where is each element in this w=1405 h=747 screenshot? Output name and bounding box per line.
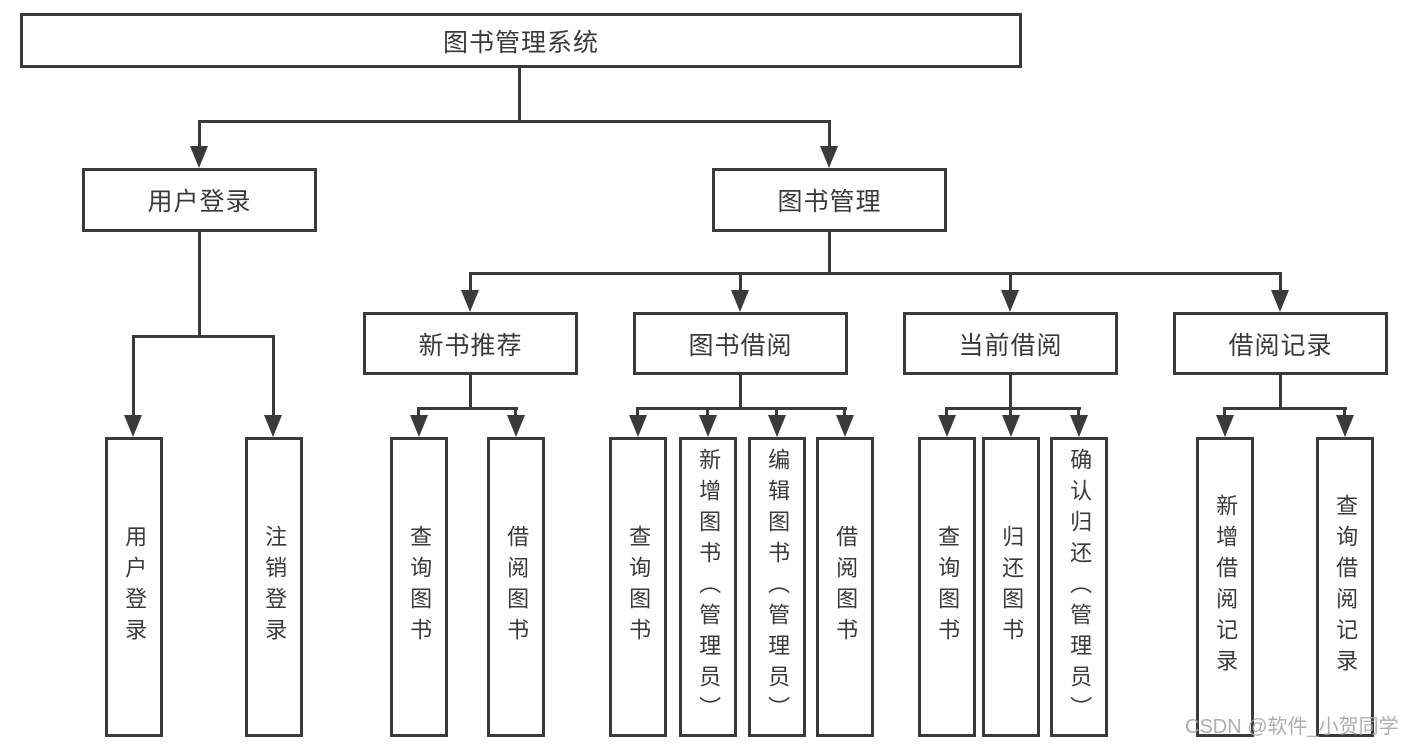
connector-vline <box>775 407 778 417</box>
leaf-borrow-books-label: 借阅图书 <box>833 525 859 649</box>
leaf-return-books: 归还图书 <box>982 437 1040 737</box>
leaf-add-borrow-record: 新增借阅记录 <box>1196 437 1254 737</box>
node-borrowing-records-label: 借阅记录 <box>1228 331 1333 360</box>
connector-vline <box>706 407 709 417</box>
csdn-watermark: CSDN @软件_小贺同学 <box>1185 716 1399 738</box>
node-book-borrowing-label: 图书借阅 <box>688 331 793 360</box>
leaf-edit-books-admin: 编辑图书（管理员） <box>748 437 806 737</box>
node-book-management: 图书管理 <box>712 168 947 232</box>
leaf-borrow-books: 借阅图书 <box>816 437 874 737</box>
leaf-query-books-current: 查询图书 <box>918 437 976 737</box>
leaf-add-borrow-record-label: 新增借阅记录 <box>1213 494 1239 680</box>
node-current-borrowing-label: 当前借阅 <box>958 331 1063 360</box>
arrow-down-icon <box>699 415 717 437</box>
connector-vline <box>198 232 201 336</box>
leaf-query-books-borrow-label: 查询图书 <box>626 525 652 649</box>
connector-vline <box>518 68 521 122</box>
node-borrowing-records: 借阅记录 <box>1173 312 1388 375</box>
leaf-add-books-admin-label: 新增图书（管理员） <box>696 447 722 727</box>
leaf-confirm-return-admin-label: 确认归还（管理员） <box>1067 447 1093 727</box>
leaf-logout-label: 注销登录 <box>262 525 288 649</box>
connector-vline <box>1009 375 1012 409</box>
leaf-edit-books-admin-label: 编辑图书（管理员） <box>765 447 791 727</box>
node-new-book-recommend: 新书推荐 <box>363 312 578 375</box>
leaf-add-books-admin: 新增图书（管理员） <box>679 437 737 737</box>
arrow-down-icon <box>190 146 208 168</box>
arrow-down-icon <box>461 290 479 312</box>
connector-vline <box>1077 407 1080 417</box>
node-book-borrowing: 图书借阅 <box>633 312 848 375</box>
connector-hline <box>132 335 275 338</box>
connector-vline <box>1009 407 1012 417</box>
arrow-down-icon <box>731 290 749 312</box>
connector-vline <box>739 375 742 409</box>
connector-vline <box>843 407 846 417</box>
arrow-down-icon <box>1070 415 1088 437</box>
leaf-query-borrow-record: 查询借阅记录 <box>1316 437 1374 737</box>
connector-hline <box>1223 407 1347 410</box>
arrow-down-icon <box>124 415 142 437</box>
leaf-query-books-borrow: 查询图书 <box>609 437 667 737</box>
leaf-borrow-books-recommend-label: 借阅图书 <box>504 525 530 649</box>
connector-vline <box>1279 375 1282 409</box>
connector-vline <box>514 407 517 417</box>
arrow-down-icon <box>820 146 838 168</box>
arrow-down-icon <box>410 415 428 437</box>
leaf-query-books-current-label: 查询图书 <box>935 525 961 649</box>
connector-vline <box>272 335 275 417</box>
connector-vline <box>1279 272 1282 292</box>
node-user-login-label: 用户登录 <box>147 188 252 216</box>
connector-hline <box>636 407 847 410</box>
leaf-confirm-return-admin: 确认归还（管理员） <box>1050 437 1108 737</box>
connector-hline <box>198 120 831 123</box>
connector-vline <box>828 232 831 274</box>
connector-hline <box>945 407 1081 410</box>
leaf-return-books-label: 归还图书 <box>999 525 1025 649</box>
connector-vline <box>739 272 742 292</box>
arrow-down-icon <box>264 415 282 437</box>
connector-vline <box>469 375 472 409</box>
connector-vline <box>198 120 201 150</box>
arrow-down-icon <box>1001 290 1019 312</box>
arrow-down-icon <box>1002 415 1020 437</box>
node-current-borrowing: 当前借阅 <box>903 312 1118 375</box>
arrow-down-icon <box>1336 415 1354 437</box>
connector-vline <box>1223 407 1226 417</box>
node-root-label: 图书管理系统 <box>442 28 599 57</box>
connector-vline <box>1343 407 1346 417</box>
connector-vline <box>1009 272 1012 292</box>
connector-hline <box>469 272 1281 275</box>
connector-vline <box>417 407 420 417</box>
connector-vline <box>828 120 831 150</box>
arrow-down-icon <box>507 415 525 437</box>
connector-vline <box>469 272 472 292</box>
connector-vline <box>636 407 639 417</box>
arrow-down-icon <box>836 415 854 437</box>
leaf-query-borrow-record-label: 查询借阅记录 <box>1333 494 1359 680</box>
node-new-book-recommend-label: 新书推荐 <box>418 331 523 360</box>
leaf-borrow-books-recommend: 借阅图书 <box>487 437 545 737</box>
node-user-login: 用户登录 <box>82 168 317 232</box>
arrow-down-icon <box>1271 290 1289 312</box>
node-book-management-label: 图书管理 <box>777 188 882 216</box>
arrow-down-icon <box>629 415 647 437</box>
connector-vline <box>132 335 135 417</box>
leaf-user-login: 用户登录 <box>105 437 163 737</box>
leaf-query-books-recommend-label: 查询图书 <box>407 525 433 649</box>
node-root: 图书管理系统 <box>20 13 1022 68</box>
leaf-logout: 注销登录 <box>245 437 303 737</box>
leaf-user-login-label: 用户登录 <box>122 525 148 649</box>
arrow-down-icon <box>938 415 956 437</box>
connector-hline <box>417 407 518 410</box>
arrow-down-icon <box>768 415 786 437</box>
connector-vline <box>945 407 948 417</box>
leaf-query-books-recommend: 查询图书 <box>390 437 448 737</box>
arrow-down-icon <box>1216 415 1234 437</box>
